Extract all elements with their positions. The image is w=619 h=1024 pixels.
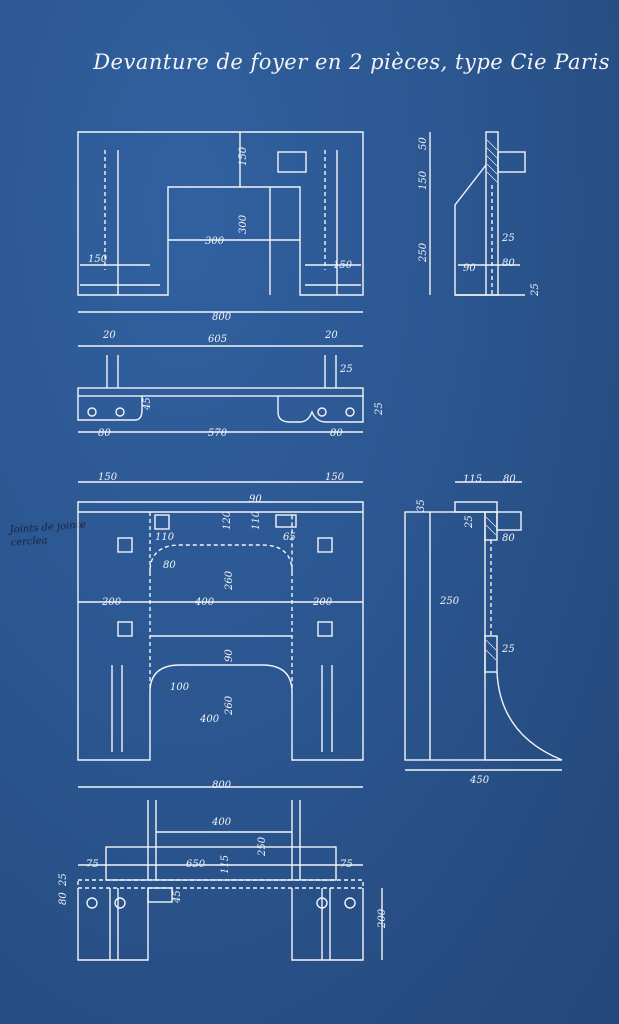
dim-label: 25	[530, 283, 541, 297]
dim-label: 400	[194, 597, 215, 608]
dim-label: 80	[98, 428, 111, 439]
dim-label: 100	[170, 682, 190, 693]
dim-label: 605	[208, 334, 227, 345]
dim-label: 75	[86, 859, 99, 870]
dim-label: 80	[330, 428, 343, 439]
dim-label: 260	[224, 570, 235, 591]
dim-label: 300	[205, 236, 225, 247]
dim-label: 50	[418, 137, 429, 150]
plan-view-top	[77, 345, 364, 433]
dim-label: 400	[199, 714, 220, 725]
dim-label: 250	[257, 836, 268, 857]
dim-label: 75	[340, 859, 353, 870]
dim-label: 450	[469, 775, 490, 786]
dim-label: 80	[502, 258, 515, 269]
dim-label: 120	[222, 510, 233, 530]
dim-label: 90	[224, 649, 235, 662]
dim-label: 150	[238, 146, 249, 166]
dim-label: 35	[416, 499, 427, 512]
dim-label: 800	[212, 780, 232, 791]
dim-label: 200	[312, 597, 333, 608]
dim-label: 800	[212, 312, 232, 323]
dim-label: 25	[501, 644, 515, 655]
dim-label: 45	[142, 397, 153, 411]
dim-label: 20	[324, 330, 338, 341]
dim-label: 200	[377, 908, 388, 929]
dim-label: 25	[464, 515, 475, 529]
drawing-title: Devanture de foyer en 2 pièces, type Cie…	[93, 50, 610, 74]
dim-label: 65	[283, 532, 296, 543]
dim-label: 25	[339, 364, 353, 375]
plan-view-bottom	[77, 800, 383, 961]
dim-label: 200	[101, 597, 122, 608]
dim-label: 150	[333, 260, 353, 271]
dim-label: 115	[463, 474, 482, 485]
dim-label: 80	[163, 560, 176, 571]
dim-label: 45	[172, 890, 183, 904]
front-elevation-top	[77, 131, 364, 313]
hatching	[485, 139, 498, 661]
dim-label: 25	[374, 402, 385, 416]
side-elevation-bottom	[404, 481, 563, 771]
side-elevation-top	[429, 131, 526, 296]
dim-label: 80	[503, 474, 516, 485]
dim-label: 250	[418, 242, 429, 263]
front-elevation-bottom	[77, 481, 364, 788]
dim-label: 25	[58, 873, 69, 887]
dim-label: 25	[501, 233, 515, 244]
dim-label: 20	[102, 330, 116, 341]
dim-label: 110	[155, 532, 175, 543]
dim-label: 150	[98, 472, 118, 483]
dim-label: 260	[224, 695, 235, 716]
dim-label: 80	[502, 533, 515, 544]
dim-label: 110	[251, 510, 262, 530]
dim-label: 115	[220, 855, 231, 874]
dim-label: 150	[418, 170, 429, 190]
dim-label: 90	[249, 494, 262, 505]
dim-label: 90	[463, 263, 476, 274]
dim-label: 150	[88, 254, 108, 265]
dim-label: 400	[211, 817, 232, 828]
dim-label: 80	[58, 892, 69, 905]
dim-label: 150	[325, 472, 345, 483]
dim-label: 300	[238, 214, 249, 234]
dim-label: 250	[439, 596, 460, 607]
dim-label: 570	[208, 428, 228, 439]
dim-label: 650	[186, 859, 206, 870]
